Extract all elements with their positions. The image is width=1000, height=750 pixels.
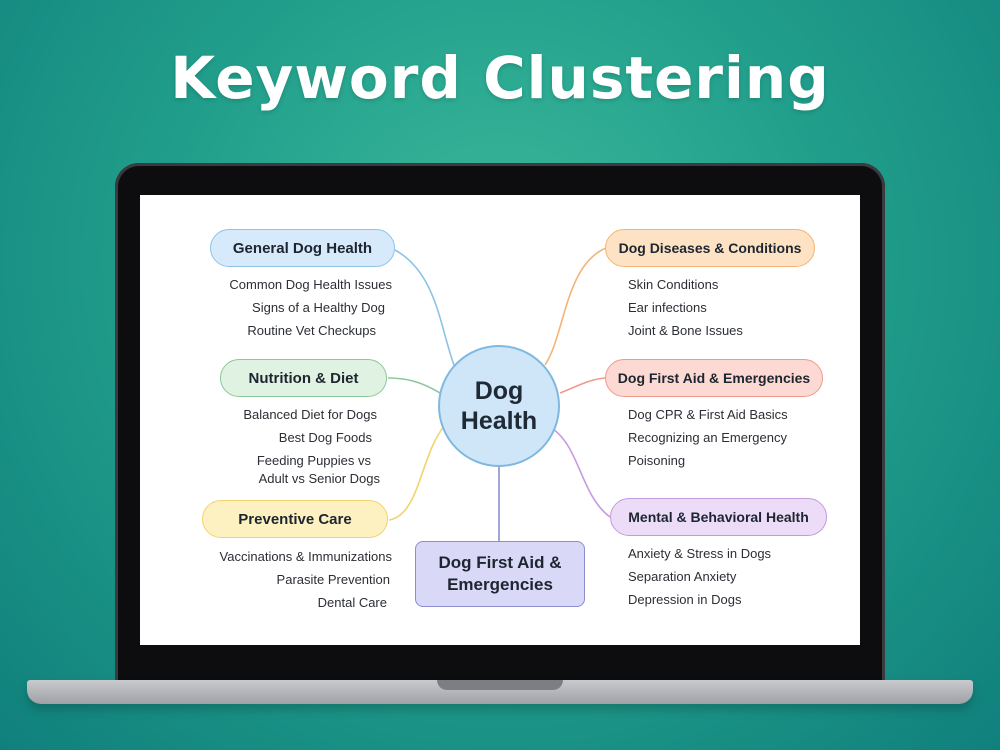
cluster-preventive-care: Preventive Care — [202, 500, 388, 538]
list-item: Vaccinations & Immunizations — [219, 549, 392, 564]
list-item: Signs of a Healthy Dog — [252, 300, 385, 315]
list-item: Best Dog Foods — [278, 430, 372, 445]
list-item: Joint & Bone Issues — [628, 323, 743, 338]
list-item: Poisoning — [628, 453, 686, 468]
list-item: Common Dog Health Issues — [229, 277, 392, 292]
cluster-label: Dog First Aid & Emergencies — [617, 370, 811, 386]
list-item: Feeding Puppies vs — [256, 453, 371, 468]
center-node: Dog Health — [438, 345, 560, 467]
cluster-bottom-first-aid: Dog First Aid & Emergencies — [415, 541, 585, 607]
cluster-general-dog-health: General Dog Health — [210, 229, 395, 267]
cluster-label: General Dog Health — [232, 239, 373, 257]
link-nutrition — [387, 377, 441, 394]
list-item: Dental Care — [317, 595, 387, 610]
connector-lines — [387, 247, 611, 541]
cluster-label: Nutrition & Diet — [248, 369, 359, 387]
list-item: Adult vs Senior Dogs — [258, 471, 380, 486]
cluster-label: Mental & Behavioral Health — [628, 509, 809, 525]
cluster-dog-diseases-conditions: Dog Diseases & Conditions — [605, 229, 815, 267]
list-item: Depression in Dogs — [628, 592, 742, 607]
list-item: Routine Vet Checkups — [247, 323, 376, 338]
list-item: Recognizing an Emergency — [628, 430, 787, 445]
cluster-dog-first-aid-emergencies: Dog First Aid & Emergencies — [605, 359, 823, 397]
cluster-mental-behavioral-health: Mental & Behavioral Health — [610, 498, 827, 536]
link-diseases — [544, 247, 607, 366]
list-item: Dog CPR & First Aid Basics — [628, 407, 788, 422]
list-item: Separation Anxiety — [628, 569, 737, 584]
list-item: Skin Conditions — [628, 277, 719, 292]
link-preventive — [388, 424, 446, 521]
cluster-label: Dog Diseases & Conditions — [618, 240, 802, 256]
cluster-label: Dog First Aid & Emergencies — [438, 553, 562, 594]
link-mental — [549, 426, 611, 518]
list-item: Parasite Prevention — [276, 572, 390, 587]
cluster-nutrition-diet: Nutrition & Diet — [220, 359, 387, 397]
list-item: Ear infections — [628, 300, 707, 315]
cluster-label: Preventive Care — [238, 510, 352, 528]
laptop-screen: Dog Health General Dog Health Common Dog… — [140, 195, 860, 645]
link-firstaid — [559, 377, 607, 394]
list-item: Balanced Diet for Dogs — [243, 407, 377, 422]
list-item: Anxiety & Stress in Dogs — [628, 546, 772, 561]
page-title: Keyword Clustering — [170, 44, 830, 112]
link-general — [394, 249, 459, 376]
laptop-notch — [437, 680, 563, 690]
